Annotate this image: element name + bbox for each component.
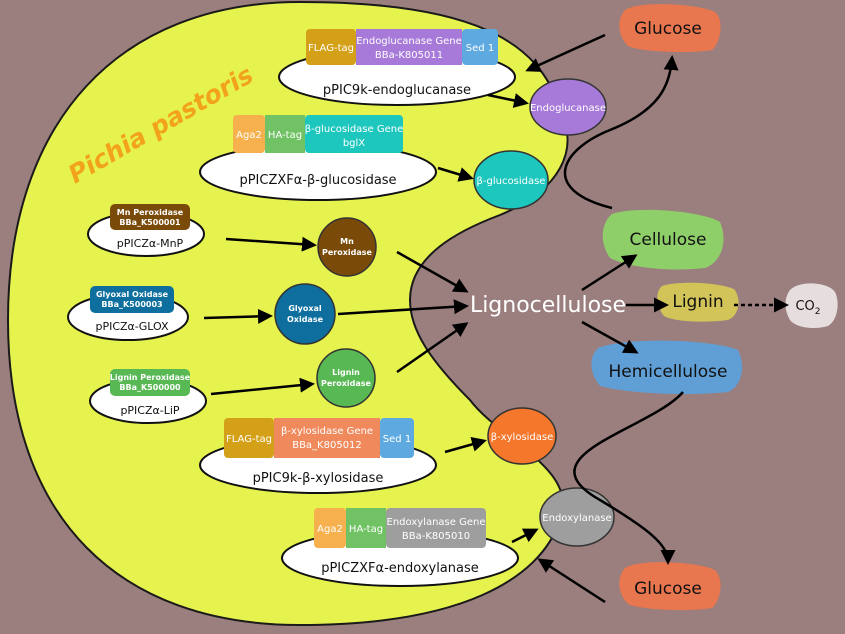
enzyme-label: Oxidase (287, 315, 324, 324)
arrow (437, 166, 474, 182)
tag-block (265, 115, 305, 153)
gene-label: β-glucosidase Gene (305, 124, 403, 135)
gene-label: Mn Peroxidase (117, 208, 184, 217)
gene-block (110, 204, 190, 230)
plasmid-name: pPICZα-GLOX (95, 320, 169, 333)
gene-id: BBa_K500000 (119, 383, 181, 392)
gene-id: BBa-K805011 (375, 50, 443, 61)
tag-label: FLAG-tag (308, 43, 354, 54)
glucose-bottom-label: Glucose (634, 579, 702, 599)
hemicellulose-label: Hemicellulose (609, 362, 728, 382)
cellulose-label: Cellulose (630, 230, 707, 250)
gene-block (305, 115, 403, 153)
construct-endoxylanase: Aga2 HA-tag Endoxylanase Gene BBa-K80501… (281, 508, 519, 587)
gene-id: BBa_K500003 (101, 300, 162, 309)
tag-block (314, 508, 346, 548)
enzyme-label: Lignin (332, 368, 360, 377)
gene-id: BBa_K500001 (119, 218, 181, 227)
tag-label: HA-tag (268, 130, 302, 141)
gene-block (274, 418, 380, 458)
arrow (581, 254, 638, 292)
enzyme-label: β-xylosidase (491, 432, 554, 443)
enzyme-endoxylanase: Endoxylanase (539, 487, 615, 547)
enzyme-xylosidase: β-xylosidase (487, 407, 557, 465)
arrow (396, 322, 469, 374)
arrows (203, 33, 789, 604)
construct-endoglucanase: FLAG-tag Endoglucanase Gene BBa-K805011 … (278, 29, 516, 106)
arrow (444, 437, 487, 454)
co2-label: CO2 (795, 299, 820, 317)
enzyme-label: Peroxidase (321, 379, 372, 388)
curved-arrow-to-glucose (563, 55, 679, 210)
gene-block (110, 369, 190, 396)
enzyme-mn-peroxidase: Mn Peroxidase (317, 217, 377, 277)
construct-xylosidase: FLAG-tag β-xylosidase Gene BBa_K805012 S… (199, 418, 437, 494)
curved-arrow-to-glucose (573, 391, 684, 565)
arrow (487, 93, 529, 108)
plasmid-mnp: Mn Peroxidase BBa_K500001 pPICZα-MnP (87, 204, 205, 257)
tag-label: Aga2 (236, 130, 262, 141)
arrow (525, 33, 606, 72)
arrow (537, 558, 606, 604)
lignocellulose-label: Lignocellulose (470, 293, 626, 318)
plasmid-name: pPICZXFα-β-glucosidase (239, 173, 396, 188)
tag-label: Sed 1 (383, 434, 411, 445)
enzyme-label: Endoglucanase (530, 103, 606, 114)
gene-label: β-xylosidase Gene (281, 426, 373, 437)
gene-id: BBa-K805010 (402, 531, 470, 542)
gene-block (356, 29, 462, 65)
plasmid-name: pPICZα-LiP (120, 404, 179, 417)
lignin-label: Lignin (672, 292, 723, 312)
enzyme-label: Glyoxal (288, 304, 322, 313)
co2-blob (785, 283, 838, 328)
plasmid-glox: Glyoxal Oxidase BBa_K500003 pPICZα-GLOX (67, 286, 189, 341)
enzyme-label: Peroxidase (322, 248, 373, 257)
enzyme-label: Endoxylanase (542, 513, 611, 524)
enzyme-lignin-peroxidase: Lignin Peroxidase (316, 348, 376, 408)
tag-label: HA-tag (349, 524, 383, 535)
gene-block (90, 286, 174, 313)
arrow (203, 308, 273, 324)
gene-label: Endoglucanase Gene (356, 36, 462, 47)
tag-block (224, 418, 274, 458)
enzyme-glyoxal-oxidase: Glyoxal Oxidase (274, 283, 336, 345)
enzyme-label: Mn (340, 237, 354, 246)
tag-block (346, 508, 386, 548)
tag-label: FLAG-tag (226, 434, 272, 445)
hemicellulose-blob (591, 340, 743, 394)
tag-label: Aga2 (317, 524, 343, 535)
plasmid-name: pPICZXFα-endoxylanase (321, 561, 479, 576)
gene-label: Glyoxal Oxidase (96, 290, 169, 299)
lignin-blob (657, 282, 739, 322)
arrow (581, 320, 639, 354)
plasmid-lip: Lignin Peroxidase BBa_K500000 pPICZα-LiP (89, 369, 207, 424)
plasmid-name: pPIC9k-endoglucanase (323, 83, 471, 98)
construct-glucosidase: Aga2 HA-tag β-glucosidase Gene bglX pPIC… (199, 115, 437, 201)
arrow (210, 377, 315, 396)
plasmid-name: pPICZα-MnP (117, 237, 184, 250)
gene-label: Lignin Peroxidase (110, 373, 191, 382)
glucose-bottom-blob (619, 562, 721, 611)
tag-block (233, 115, 265, 153)
arrow (337, 299, 469, 316)
arrow (511, 528, 539, 544)
tag-block (462, 29, 498, 65)
tag-label: Sed 1 (466, 43, 494, 54)
tag-block (306, 29, 356, 65)
enzyme-glucosidase: β-glucosidase (473, 150, 549, 210)
enzyme-endoglucanase: Endoglucanase (529, 78, 607, 136)
enzyme-label: β-glucosidase (477, 176, 546, 187)
gene-block (386, 508, 486, 548)
gene-id: bglX (343, 138, 365, 149)
glucose-top-label: Glucose (634, 19, 702, 39)
gene-label: Endoxylanase Gene (387, 517, 486, 528)
arrow (396, 250, 469, 293)
gene-id: BBa_K805012 (292, 440, 362, 451)
plasmid-name: pPIC9k-β-xylosidase (253, 471, 384, 486)
arrow (225, 236, 317, 252)
glucose-top-blob (619, 4, 721, 53)
tag-block (380, 418, 414, 458)
